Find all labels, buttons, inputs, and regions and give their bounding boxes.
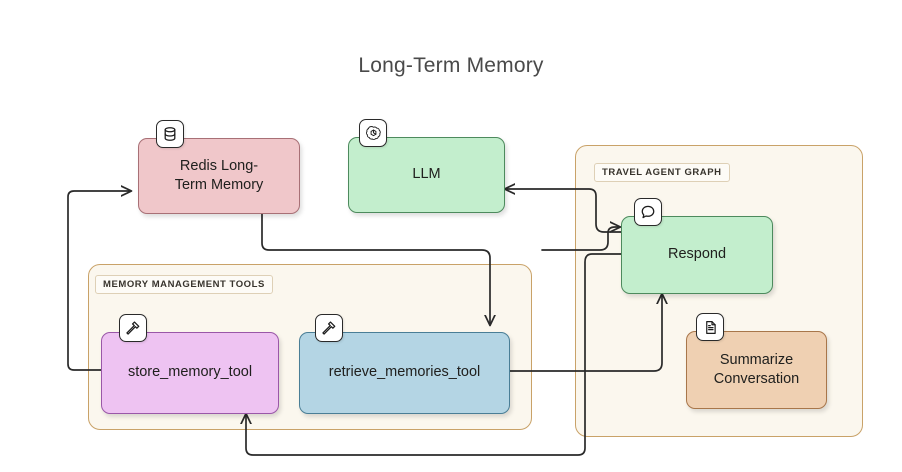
node-redis-long-term-memory[interactable]: Redis Long- Term Memory bbox=[138, 138, 300, 214]
node-llm[interactable]: LLM bbox=[348, 137, 505, 213]
node-store-memory-tool[interactable]: store_memory_tool bbox=[101, 332, 279, 414]
node-summarize-label-line2: Conversation bbox=[713, 371, 800, 387]
node-respond-label: Respond bbox=[667, 246, 727, 263]
node-redis-long-term-memory-label: Redis Long- Term Memory bbox=[175, 157, 264, 195]
node-redis-label-line2: Term Memory bbox=[174, 177, 264, 193]
database-icon bbox=[156, 120, 184, 148]
chat-bubble-icon bbox=[634, 198, 662, 226]
node-summarize-label-line1: Summarize bbox=[719, 351, 794, 368]
edge-store-to-redis bbox=[67, 191, 131, 371]
node-redis-label-line1: Redis Long- bbox=[179, 157, 259, 174]
edge-respond-to-store bbox=[246, 253, 622, 456]
node-summarize-conversation[interactable]: Summarize Conversation bbox=[686, 331, 827, 409]
edge-redis-to-retrieve bbox=[261, 212, 490, 325]
hammer-tool-icon bbox=[119, 314, 147, 342]
node-store-memory-tool-label: store_memory_tool bbox=[127, 364, 253, 381]
hammer-tool-icon bbox=[315, 314, 343, 342]
edge-llm-to-respond bbox=[541, 227, 620, 251]
edge-respond-to-llm bbox=[505, 189, 623, 233]
node-llm-label: LLM bbox=[412, 166, 441, 183]
edge-retrieve-to-respond bbox=[509, 294, 662, 372]
document-icon bbox=[696, 313, 724, 341]
node-retrieve-memories-tool-label: retrieve_memories_tool bbox=[328, 364, 481, 381]
group-label-travel-agent-graph: TRAVEL AGENT GRAPH bbox=[594, 163, 730, 182]
openai-icon bbox=[359, 119, 387, 147]
diagram-title: Long-Term Memory bbox=[358, 54, 544, 77]
node-retrieve-memories-tool[interactable]: retrieve_memories_tool bbox=[299, 332, 510, 414]
node-respond[interactable]: Respond bbox=[621, 216, 773, 294]
node-summarize-conversation-label: Summarize Conversation bbox=[714, 351, 799, 389]
group-label-memory-management-tools: MEMORY MANAGEMENT TOOLS bbox=[95, 275, 273, 294]
